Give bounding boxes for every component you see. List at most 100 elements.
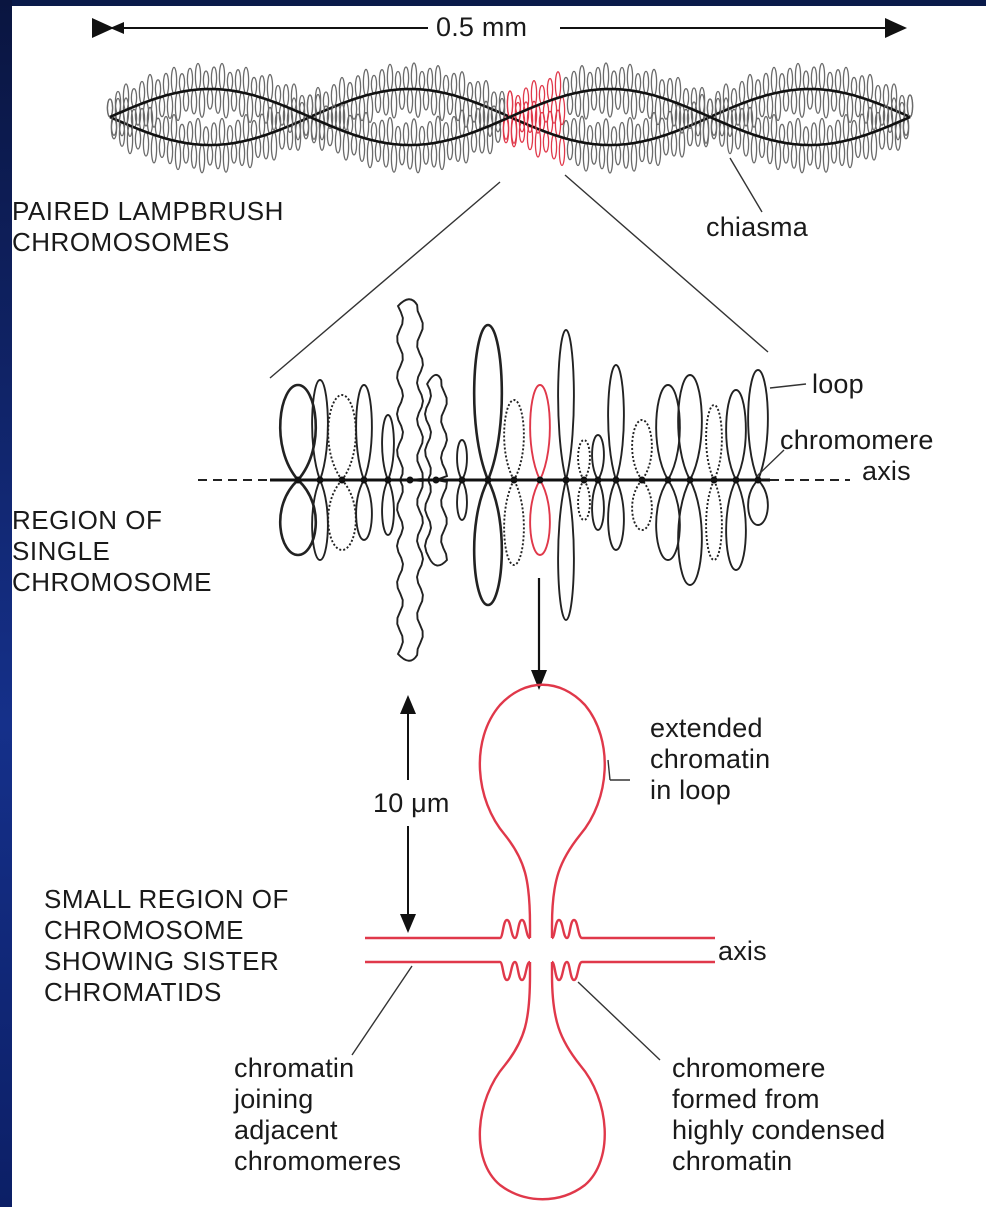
lampbrush-loop — [555, 72, 560, 98]
loop-leader — [770, 384, 806, 388]
lampbrush-loop — [439, 142, 444, 170]
lampbrush-loop — [267, 75, 272, 101]
lampbrush-loop — [771, 115, 776, 141]
lampbrush-loop — [575, 142, 580, 166]
chromosome-loop — [397, 480, 423, 661]
chromosome-loop — [504, 400, 524, 480]
paired-lampbrush-chromosomes — [107, 63, 912, 173]
lampbrush-loop — [763, 73, 768, 95]
lampbrush-loop — [475, 82, 480, 104]
lampbrush-loop — [411, 63, 416, 89]
lampbrush-loop — [635, 124, 640, 142]
chromosome-loop — [328, 395, 356, 480]
condensed-leader — [578, 982, 660, 1060]
lampbrush-loop — [839, 92, 844, 116]
lampbrush-loop — [343, 132, 348, 160]
lampbrush-loop — [587, 126, 592, 144]
lampbrush-loop — [655, 137, 660, 165]
lampbrush-loop — [547, 79, 552, 101]
lampbrush-loop — [595, 67, 600, 89]
lampbrush-loop — [167, 140, 172, 164]
lampbrush-loop — [371, 75, 376, 93]
lampbrush-loop — [147, 75, 152, 101]
lampbrush-loop — [443, 123, 448, 141]
lampbrush-loop — [775, 142, 780, 170]
chromosome-loop — [726, 390, 746, 480]
lampbrush-loop — [651, 69, 656, 95]
lampbrush-loop — [655, 97, 660, 125]
lampbrush-loop — [575, 92, 580, 116]
lampbrush-axis-strand — [110, 89, 910, 145]
chromosome-loop — [397, 299, 423, 480]
lampbrush-loop — [779, 124, 784, 142]
lampbrush-loop — [359, 137, 364, 161]
scale-bar-label: 0.5 mm — [436, 12, 527, 43]
lampbrush-loop — [823, 90, 828, 118]
lampbrush-loop — [743, 132, 748, 156]
lampbrush-loop — [487, 126, 492, 154]
lampbrush-loop — [643, 71, 648, 93]
chromosome-loop — [592, 480, 604, 530]
loop-label: loop — [812, 369, 864, 400]
lampbrush-loop — [627, 118, 632, 144]
lampbrush-loop — [607, 145, 612, 173]
chromosome-loop — [280, 480, 316, 555]
lampbrush-loop — [851, 77, 856, 95]
lampbrush-loop — [207, 145, 212, 165]
lampbrush-loop — [223, 90, 228, 118]
lampbrush-loop — [235, 120, 240, 142]
lampbrush-loop — [471, 132, 476, 152]
lampbrush-loop — [571, 119, 576, 141]
chromosome-loop — [678, 480, 702, 585]
lampbrush-loop — [751, 135, 756, 163]
lampbrush-loop — [203, 127, 208, 145]
lampbrush-loop — [275, 86, 280, 104]
lampbrush-loop — [907, 95, 912, 117]
lampbrush-loop — [819, 119, 824, 145]
lampbrush-loop — [767, 140, 772, 164]
lampbrush-loop — [255, 137, 260, 157]
lampbrush-loop — [163, 73, 168, 95]
lampbrush-loop — [671, 132, 676, 156]
lampbrush-loop — [219, 119, 224, 145]
lampbrush-loop — [211, 67, 216, 89]
lampbrush-loop — [559, 97, 564, 125]
chromosome-loop — [726, 480, 746, 570]
lampbrush-loop — [215, 89, 220, 113]
lampbrush-loop — [559, 137, 564, 165]
chromosome-loop — [425, 375, 447, 480]
chromosome-loop — [678, 375, 702, 480]
chromosome-loop — [656, 385, 680, 480]
chromosome-loop — [578, 440, 590, 480]
chromosome-loop — [608, 365, 624, 480]
lampbrush-loop — [567, 94, 572, 114]
lampbrush-loop — [855, 97, 860, 117]
lampbrush-loop — [247, 140, 252, 168]
lampbrush-loop — [551, 99, 556, 123]
lampbrush-loop — [507, 91, 512, 117]
upper-loop — [480, 685, 605, 925]
lampbrush-loop — [271, 132, 276, 160]
lampbrush-loop — [875, 86, 880, 104]
lampbrush-loop — [811, 67, 816, 89]
chromosome-loop — [382, 415, 394, 480]
lampbrush-loop — [247, 94, 252, 122]
lampbrush-loop — [879, 129, 884, 149]
lampbrush-loop — [603, 119, 608, 145]
lampbrush-loop — [463, 135, 468, 163]
lampbrush-loop — [783, 143, 788, 163]
lampbrush-loop — [883, 85, 888, 107]
lampbrush-loop — [863, 135, 868, 159]
lampbrush-loop — [135, 129, 140, 149]
lampbrush-loop — [195, 119, 200, 145]
lampbrush-loop — [431, 91, 436, 115]
lampbrush-loop — [371, 123, 376, 141]
extended-chromatin-label: extended chromatin in loop — [650, 713, 770, 806]
lampbrush-loop — [347, 83, 352, 101]
lampbrush-loop — [435, 116, 440, 142]
lampbrush-loop — [799, 89, 804, 117]
lampbrush-loop — [867, 75, 872, 101]
lampbrush-loop — [587, 72, 592, 90]
lampbrush-loop — [263, 135, 268, 159]
lampbrush-loop — [835, 120, 840, 142]
